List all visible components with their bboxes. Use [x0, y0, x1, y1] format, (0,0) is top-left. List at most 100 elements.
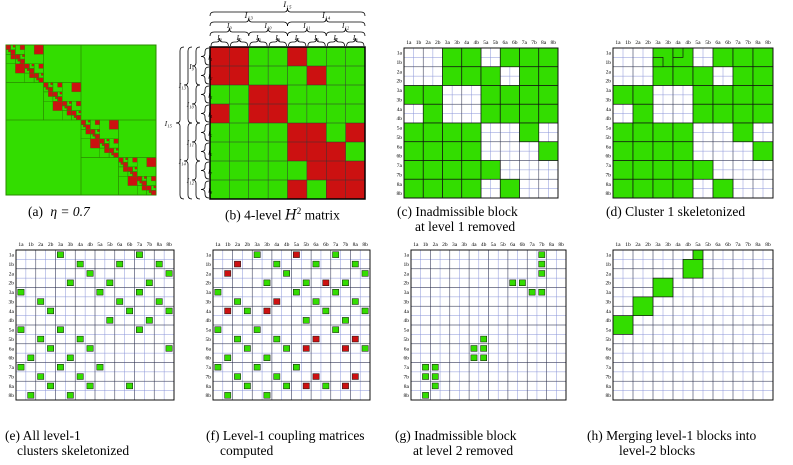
- brace-l4: [326, 37, 346, 47]
- caption-g: (g) Inadmissible block at level 2 remove…: [395, 428, 517, 458]
- matrix-block: [672, 160, 694, 180]
- near-field-block: [10, 54, 16, 60]
- matrix-cell: [66, 354, 74, 361]
- leaf-block: [326, 85, 346, 104]
- row-label: 7a: [9, 365, 15, 371]
- matrix-cell: [253, 326, 261, 333]
- row-label: 8b: [397, 191, 403, 197]
- grid-border: [403, 47, 559, 199]
- brace-l4: [210, 37, 229, 47]
- panel-c-grid: [403, 47, 559, 199]
- near-field-block: [26, 68, 30, 71]
- col-label: 5a: [491, 242, 497, 248]
- panel-f-grid: [212, 249, 371, 401]
- diag-block: [127, 166, 133, 172]
- rlabel-l3: I₁₂: [186, 177, 195, 185]
- matrix-block: [461, 66, 482, 86]
- near-field-block: [106, 138, 110, 142]
- matrix-block: [652, 66, 674, 86]
- matrix-block: [403, 160, 424, 180]
- near-field-block: [41, 72, 44, 76]
- near-field-block: [101, 143, 105, 146]
- row-label: 6b: [404, 356, 410, 362]
- col-label: 4b: [284, 242, 290, 248]
- leaf-block: [306, 161, 327, 180]
- matrix-block: [538, 85, 559, 105]
- row-label: 5b: [606, 135, 612, 141]
- leaf-block: [248, 104, 269, 123]
- col-label: 2b: [442, 242, 448, 248]
- matrix-cell: [47, 307, 54, 315]
- leaf-block: [229, 142, 249, 161]
- row-label: 3a: [397, 88, 403, 94]
- col-label: 5b: [303, 242, 309, 248]
- matrix-block: [672, 178, 694, 199]
- matrix-block: [538, 103, 559, 124]
- leaf-block: [210, 66, 230, 85]
- row-label: 6b: [397, 154, 403, 160]
- matrix-block: [632, 178, 654, 199]
- matrix-block: [422, 141, 443, 161]
- diag-block: [108, 147, 115, 154]
- label-l4: I₃: [255, 34, 261, 42]
- row-label: 3b: [9, 299, 15, 305]
- matrix-block: [461, 141, 482, 161]
- matrix-cell: [76, 335, 84, 343]
- matrix-block: [480, 85, 501, 105]
- label-l4: I₇: [333, 34, 339, 42]
- matrix-cell: [273, 298, 281, 305]
- row-label: 1b: [9, 262, 15, 268]
- row-label: 1a: [397, 51, 403, 57]
- brace-l4: [307, 37, 326, 47]
- matrix-block: [652, 141, 674, 161]
- matrix-cell: [263, 354, 271, 361]
- caption-d: (d) Cluster 1 skeletonized: [606, 204, 746, 219]
- matrix-cell: [293, 251, 300, 258]
- row-label: 5b: [606, 337, 612, 343]
- col-label: 2a: [635, 242, 641, 248]
- col-label: 8a: [541, 40, 547, 46]
- brace-l2: [287, 17, 366, 27]
- matrix-block: [682, 259, 704, 279]
- lbrace-l3: [191, 84, 201, 124]
- row-label: 3b: [206, 299, 212, 305]
- diag-block: [94, 133, 100, 139]
- leaf-block: [306, 85, 327, 104]
- matrix-cell: [145, 317, 153, 324]
- matrix-block: [442, 66, 463, 86]
- matrix-cell: [422, 373, 429, 380]
- col-label: 4b: [87, 242, 93, 248]
- matrix-cell: [116, 298, 124, 305]
- diag-block: [47, 86, 54, 93]
- matrix-block: [442, 47, 463, 68]
- col-label: 8b: [765, 40, 771, 46]
- near-field-block: [113, 138, 119, 144]
- col-label: 5b: [705, 242, 711, 248]
- near-field-block: [12, 44, 16, 48]
- row-label: 7b: [397, 172, 403, 178]
- row-label: 2b: [404, 281, 410, 287]
- label-l2: I₁₄: [321, 11, 330, 20]
- row-label: 7a: [606, 163, 612, 169]
- matrix-block: [403, 141, 424, 161]
- grid-border: [612, 47, 774, 199]
- matrix-cell: [361, 345, 369, 352]
- diag-block: [24, 63, 30, 69]
- row-label: 4b: [9, 318, 15, 324]
- near-field-block: [125, 157, 129, 160]
- matrix-cell: [155, 298, 163, 305]
- diag-block: [122, 161, 129, 168]
- row-label: 8a: [397, 182, 403, 188]
- row-label: 3b: [397, 97, 403, 103]
- matrix-cell: [57, 251, 64, 258]
- leaf-block: [248, 123, 269, 142]
- matrix-cell: [422, 363, 429, 371]
- row-label: 2a: [206, 271, 212, 277]
- col-label: 2a: [38, 242, 44, 248]
- matrix-cell: [27, 354, 35, 361]
- grid-border: [15, 249, 175, 401]
- col-label: 4b: [481, 242, 487, 248]
- matrix-block: [652, 160, 674, 180]
- near-field-block: [146, 157, 157, 168]
